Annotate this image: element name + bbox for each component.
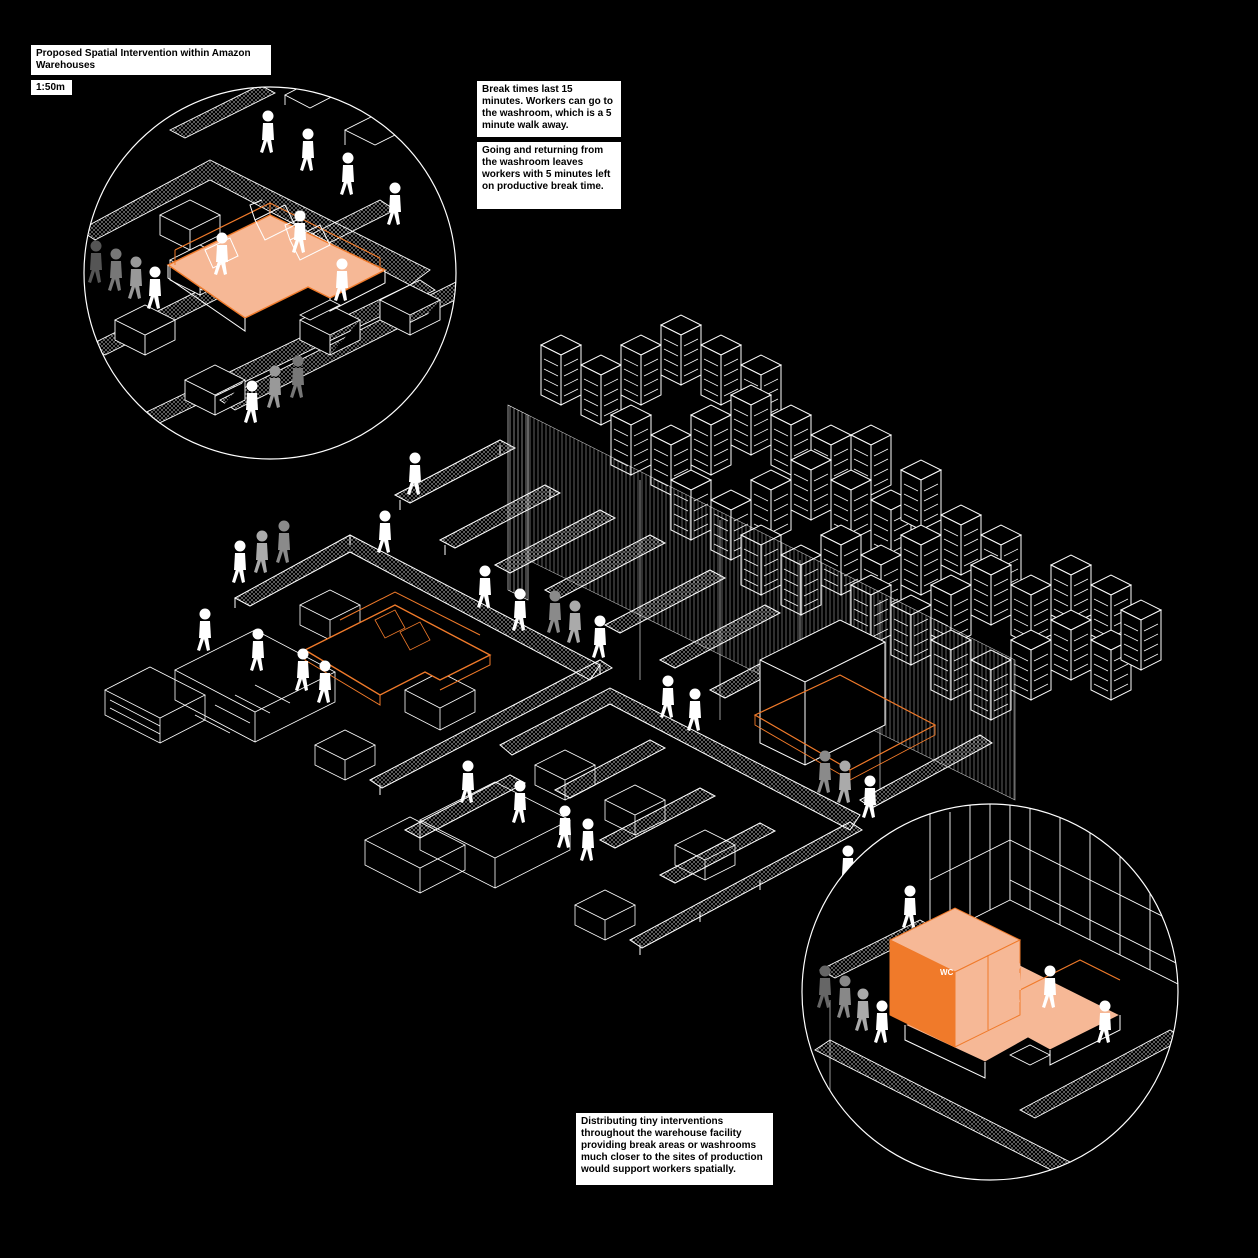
break-area-platform xyxy=(303,591,492,706)
washroom-pod-main xyxy=(753,619,937,781)
mesh-fences xyxy=(507,404,1016,801)
drawing-title: Proposed Spatial Intervention within Ama… xyxy=(31,45,271,75)
wc-sign: WC xyxy=(940,968,954,977)
scale-label: 1:50m xyxy=(31,80,72,95)
conveyor-lines xyxy=(233,439,993,955)
detail-circle-washroom: WC xyxy=(801,803,1179,1181)
note-distributing: Distributing tiny interventions througho… xyxy=(576,1113,773,1185)
note-returning: Going and returning from the washroom le… xyxy=(477,142,621,209)
note-break-times: Break times last 15 minutes. Workers can… xyxy=(477,81,621,137)
detail-circle-break-area xyxy=(83,86,457,460)
